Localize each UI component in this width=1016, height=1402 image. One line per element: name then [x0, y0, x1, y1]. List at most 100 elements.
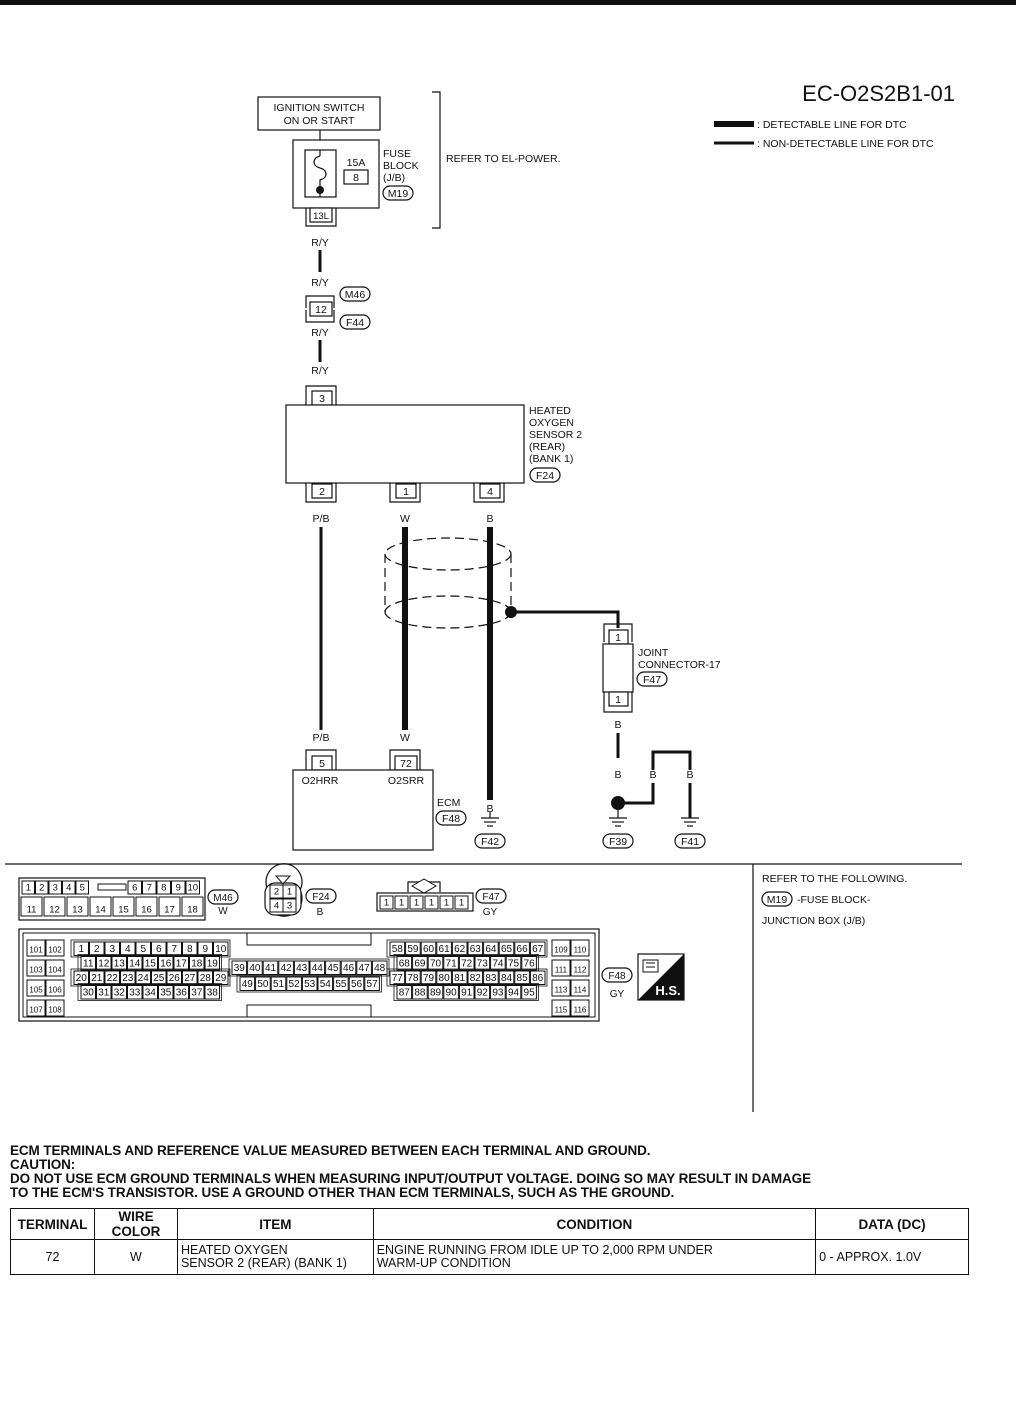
- m46-pin-6-cell: [127, 880, 142, 895]
- f48-pin-102: 102: [48, 946, 62, 955]
- m46-pin-7-cell: [142, 880, 157, 895]
- f48-pin-9-cell: [197, 941, 213, 956]
- ignition-switch-box: [257, 96, 381, 131]
- f48-pin-17-cell: [173, 956, 189, 971]
- wire-ry-label-3: R/Y: [311, 327, 329, 339]
- f48-pin-13: 13: [114, 959, 126, 970]
- wire-b-loop-label: B: [649, 769, 656, 781]
- f48-pin-33: 33: [129, 988, 141, 999]
- f48-pin-114-cell: [570, 979, 590, 997]
- hs-badge-label: H.S.: [655, 983, 680, 998]
- refer-box-connector: M19: [767, 894, 788, 906]
- m46-pin-9: 9: [176, 883, 181, 894]
- col-item: ITEM: [176, 1208, 374, 1240]
- f48-pin-109: 109: [554, 946, 568, 955]
- f48-pin-80: 80: [439, 973, 451, 984]
- f48-pin-81-cell: [451, 970, 468, 985]
- f48-pin-18-cell: [189, 956, 205, 971]
- f48-pin-4-cell: [120, 941, 136, 956]
- m46-pin-17-cell: [158, 896, 181, 917]
- harness-side-icon: [642, 959, 659, 973]
- wire-b-f41-label: B: [686, 769, 693, 781]
- f48-pin-44-cell: [309, 960, 326, 975]
- f48-code: F48: [608, 971, 626, 982]
- f48-pin-106: 106: [48, 986, 62, 995]
- f48-pin-113: 113: [555, 986, 568, 995]
- m46-pin-15-cell: [112, 896, 135, 917]
- f48-pin-66: 66: [517, 944, 529, 955]
- f48-pin-65: 65: [501, 944, 513, 955]
- f48-pin-73-cell: [474, 956, 491, 971]
- f48-pin-11-cell: [80, 956, 96, 971]
- f48-pin-39-cell: [231, 960, 248, 975]
- f48-pin-83-cell: [483, 970, 499, 985]
- m46-pin-12-cell: [43, 896, 66, 917]
- f48-pin-82: 82: [470, 973, 482, 984]
- ground-splice: [611, 796, 625, 810]
- f48-pin-33-cell: [127, 985, 143, 1000]
- f48-pin-69-cell: [412, 956, 428, 971]
- ecm-signal-o2srr: O2SRR: [388, 775, 425, 787]
- f48-pin-23-cell: [120, 970, 136, 985]
- m46-pin-4-cell: [62, 880, 76, 895]
- f48-pin-92: 92: [477, 988, 489, 999]
- f24-pin-2: 2: [274, 887, 279, 898]
- f48-pin-45: 45: [327, 963, 339, 974]
- f48-pin-25: 25: [153, 973, 165, 984]
- sensor-label-2: OXYGEN: [529, 417, 574, 429]
- f48-pin-57: 57: [367, 979, 379, 990]
- f48-pin-51: 51: [273, 979, 285, 990]
- f48-pin-105: 105: [29, 986, 43, 995]
- sensor-label-3: SENSOR 2: [529, 429, 582, 441]
- f48-pin-78: 78: [407, 973, 419, 984]
- f48-pin-104-cell: [45, 959, 65, 977]
- joint-label-2: CONNECTOR-17: [638, 659, 721, 671]
- f48-pin-57-cell: [364, 976, 380, 991]
- f48-pin-74-cell: [490, 956, 506, 971]
- f48-pin-5: 5: [140, 944, 146, 955]
- f48-pin-64: 64: [485, 944, 497, 955]
- notes-line4: TO THE ECM'S TRANSISTOR. USE A GROUND OT…: [10, 1185, 675, 1200]
- f48-pin-65-cell: [498, 941, 515, 956]
- f48-pin-62: 62: [454, 944, 466, 955]
- sensor-terminal-3: 3: [319, 393, 325, 405]
- m46-pin-8-cell: [156, 880, 171, 895]
- f48-pin-12-cell: [96, 956, 112, 971]
- f48-pin-46: 46: [343, 963, 355, 974]
- f48-pin-52-cell: [286, 976, 302, 991]
- f48-pin-41: 41: [265, 963, 277, 974]
- f48-pin-105-cell: [26, 979, 46, 997]
- f48-pin-39: 39: [234, 963, 246, 974]
- f48-pin-62-cell: [451, 941, 468, 956]
- m46-pin-4: 4: [66, 883, 71, 894]
- f48-pin-22: 22: [107, 973, 119, 984]
- joint-label-1: JOINT: [638, 647, 669, 659]
- f48-pin-74: 74: [492, 959, 504, 970]
- f48-pin-108: 108: [48, 1006, 62, 1015]
- m46-pin-7: 7: [147, 883, 152, 894]
- notes-line1: ECM TERMINALS AND REFERENCE VALUE MEASUR…: [10, 1143, 651, 1158]
- f48-pin-48: 48: [374, 963, 386, 974]
- f48-pin-78-cell: [405, 970, 421, 985]
- f48-pin-56: 56: [351, 979, 363, 990]
- f48-pin-68: 68: [399, 959, 411, 970]
- f48-pin-16-cell: [158, 956, 174, 971]
- m46-pin-18: 18: [187, 905, 198, 916]
- m46-pin-3-cell: [48, 880, 62, 895]
- f48-pin-61-cell: [436, 941, 452, 956]
- f48-pin-58-cell: [389, 941, 406, 956]
- f48-pin-79: 79: [423, 973, 435, 984]
- fuse-number: 8: [353, 172, 359, 184]
- cell-data: 0 - APPROX. 1.0V: [815, 1239, 969, 1275]
- f48-pin-3: 3: [109, 944, 115, 955]
- f48-pin-114: 114: [574, 986, 587, 995]
- fuse-block-line3: (J/B): [383, 172, 405, 184]
- f24-pin-1-cell: [282, 884, 297, 899]
- f48-pin-1-cell: [73, 941, 89, 956]
- f48-pin-45-cell: [325, 960, 341, 975]
- f48-pin-32: 32: [114, 988, 126, 999]
- f48-pin-59-cell: [405, 941, 421, 956]
- cell-terminal: 72: [10, 1239, 95, 1275]
- f48-pin-11: 11: [83, 959, 94, 970]
- f48-pin-41-cell: [262, 960, 279, 975]
